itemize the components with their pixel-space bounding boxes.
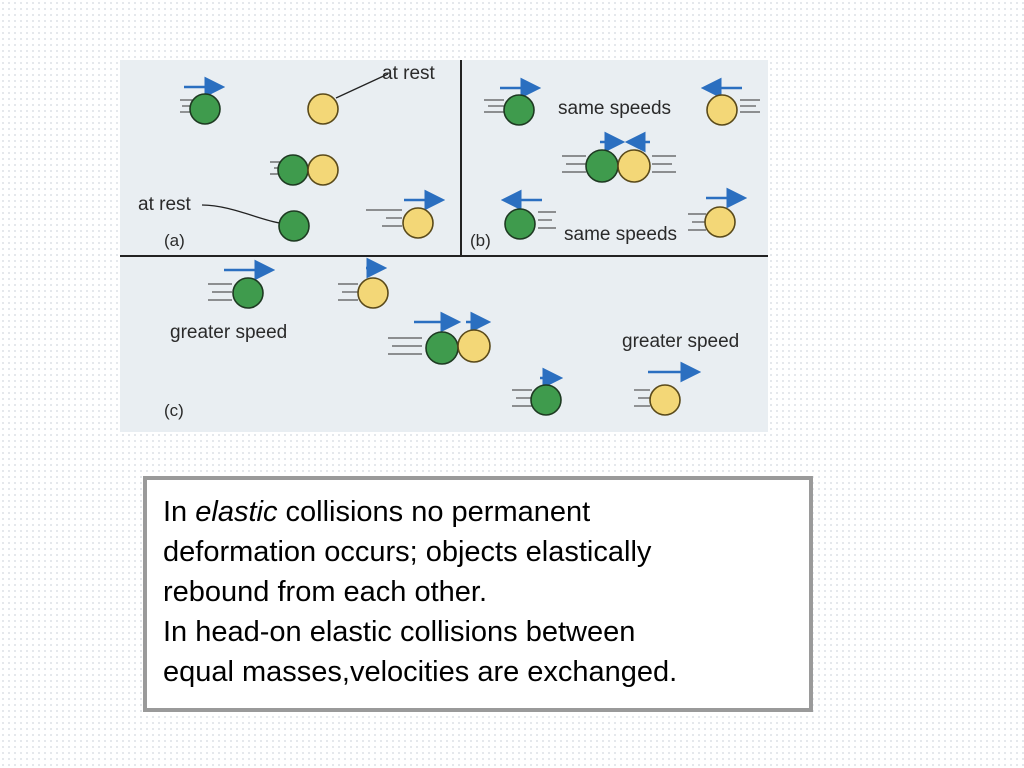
collision-figure: at rest at rest (a) same speeds same spe… <box>120 60 768 432</box>
text-line-4: In head-on elastic collisions between <box>163 616 636 648</box>
text-line-5: equal masses,velocities are exchanged. <box>163 656 678 688</box>
yellow-ball <box>357 277 389 309</box>
collision-diagram: at rest at rest (a) same speeds same spe… <box>120 60 768 420</box>
yellow-ball <box>649 384 681 416</box>
yellow-ball <box>307 154 339 186</box>
panel-a: at rest at rest (a) <box>138 63 446 250</box>
label-same-speeds-bottom: same speeds <box>564 224 677 245</box>
yellow-ball <box>706 94 738 126</box>
green-ball <box>585 149 619 183</box>
green-ball <box>503 94 535 126</box>
text-line-1-rest: collisions no permanent <box>277 496 591 528</box>
text-line-2: deformation occurs; objects elastically <box>163 536 652 568</box>
text-line-1: In elastic collisions no permanent <box>163 492 793 532</box>
panel-c: greater speed greater speed (c) <box>164 257 739 420</box>
explanation-textbox: In elastic collisions no permanent defor… <box>143 476 813 712</box>
yellow-ball <box>457 329 491 363</box>
panel-b: same speeds same speeds (b) <box>470 77 760 250</box>
green-ball <box>504 208 536 240</box>
green-ball <box>189 93 221 125</box>
label-same-speeds-top: same speeds <box>558 98 671 119</box>
yellow-ball <box>307 93 339 125</box>
leader-line <box>201 204 281 224</box>
green-ball <box>425 331 459 365</box>
label-greater-speed-left: greater speed <box>170 322 287 343</box>
label-at-rest-top: at rest <box>382 63 436 84</box>
text-line-3: rebound from each other. <box>163 576 488 608</box>
text-emphasis-elastic: elastic <box>195 496 278 528</box>
yellow-ball <box>617 149 651 183</box>
yellow-ball <box>402 207 434 239</box>
green-ball <box>232 277 264 309</box>
yellow-ball <box>704 206 736 238</box>
green-ball <box>530 384 562 416</box>
panel-label-c: (c) <box>164 401 184 420</box>
panel-label-a: (a) <box>164 231 185 250</box>
label-greater-speed-right: greater speed <box>622 331 739 352</box>
green-ball <box>277 154 309 186</box>
leader-line <box>335 73 389 99</box>
label-at-rest-left: at rest <box>138 194 192 215</box>
text-line-1-prefix: In <box>163 496 196 528</box>
panel-label-b: (b) <box>470 231 491 250</box>
green-ball <box>278 210 310 242</box>
